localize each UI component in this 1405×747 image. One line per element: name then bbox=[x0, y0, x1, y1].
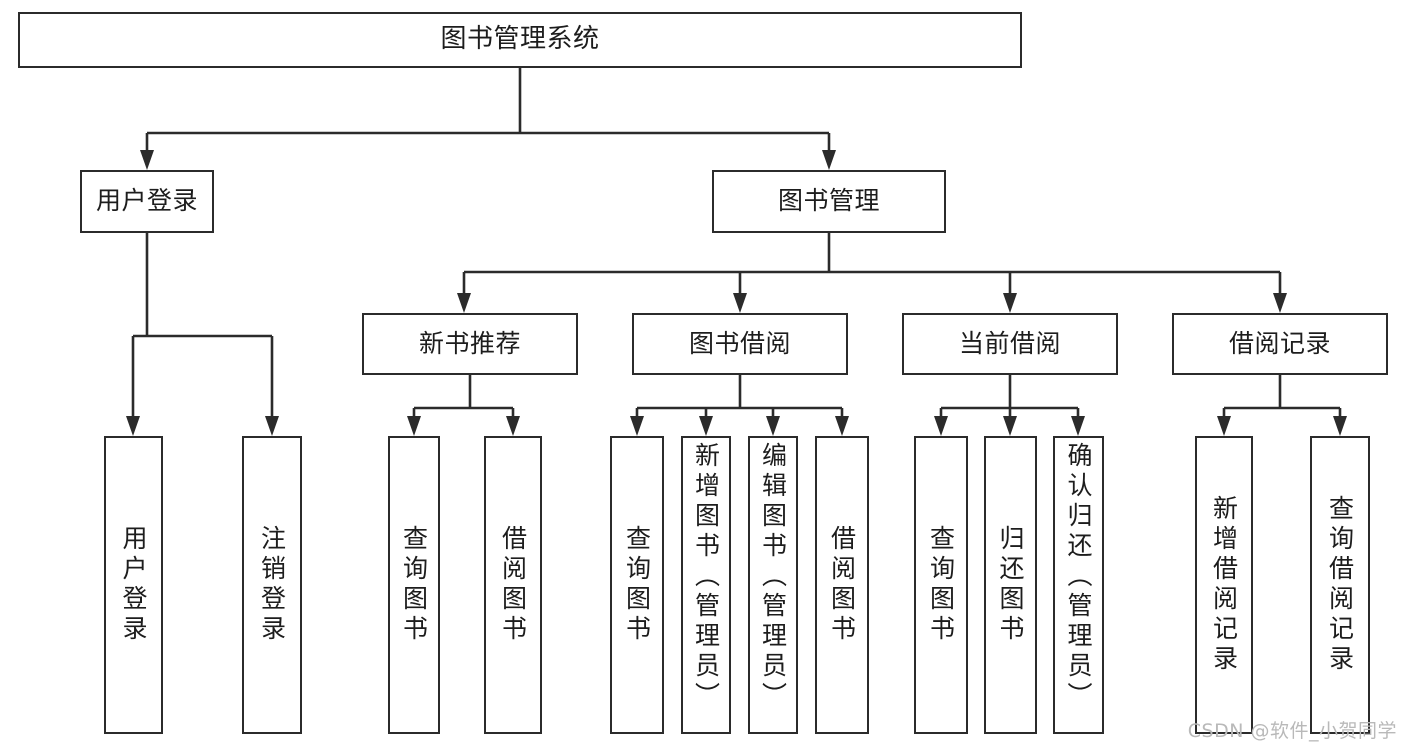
node-book-borrow[interactable]: 图书借阅 bbox=[632, 313, 848, 375]
leaf-logout-wrap: 注销登录 bbox=[244, 438, 300, 732]
leaf-edit-book-admin-wrap: 编辑图书（管理员） bbox=[750, 438, 796, 736]
leaf-user-login-label: 用户登录 bbox=[119, 525, 148, 645]
leaf-add-book-admin-label: 新增图书（管理员） bbox=[691, 442, 721, 712]
leaf-query-book-recommend-label: 查询图书 bbox=[399, 525, 429, 645]
leaf-query-book-current-wrap: 查询图书 bbox=[916, 438, 966, 732]
leaf-return-book[interactable]: 归还图书 bbox=[984, 436, 1037, 734]
node-user-login-label: 用户登录 bbox=[95, 186, 198, 216]
leaf-return-book-label: 归还图书 bbox=[996, 525, 1025, 645]
leaf-add-borrow-record[interactable]: 新增借阅记录 bbox=[1195, 436, 1253, 734]
node-root-label: 图书管理系统 bbox=[440, 24, 600, 55]
node-new-book-recommend-label: 新书推荐 bbox=[418, 328, 521, 358]
leaf-confirm-return-admin[interactable]: 确认归还（管理员） bbox=[1053, 436, 1104, 734]
leaf-query-book-recommend[interactable]: 查询图书 bbox=[388, 436, 440, 734]
node-borrow-record-label: 借阅记录 bbox=[1228, 328, 1331, 358]
leaf-query-book-borrow[interactable]: 查询图书 bbox=[610, 436, 664, 734]
node-root[interactable]: 图书管理系统 bbox=[18, 12, 1022, 68]
leaf-borrow-book-recommend-wrap: 借阅图书 bbox=[486, 438, 540, 732]
leaf-query-borrow-record[interactable]: 查询借阅记录 bbox=[1310, 436, 1370, 734]
csdn-watermark: CSDN @软件_小贺同学 bbox=[1187, 720, 1397, 742]
leaf-add-book-admin[interactable]: 新增图书（管理员） bbox=[681, 436, 731, 734]
node-new-book-recommend[interactable]: 新书推荐 bbox=[362, 313, 578, 375]
node-current-borrow-label: 当前借阅 bbox=[958, 328, 1061, 358]
leaf-query-book-borrow-label: 查询图书 bbox=[622, 525, 652, 645]
leaf-edit-book-admin[interactable]: 编辑图书（管理员） bbox=[748, 436, 798, 734]
leaf-query-book-current[interactable]: 查询图书 bbox=[914, 436, 968, 734]
leaf-add-borrow-record-label: 新增借阅记录 bbox=[1209, 495, 1239, 675]
leaf-confirm-return-admin-wrap: 确认归还（管理员） bbox=[1055, 438, 1102, 736]
leaf-query-book-borrow-wrap: 查询图书 bbox=[612, 438, 662, 732]
leaf-logout-label: 注销登录 bbox=[257, 525, 287, 645]
leaf-user-login-wrap: 用户登录 bbox=[106, 438, 161, 732]
leaf-borrow-book-wrap: 借阅图书 bbox=[817, 438, 867, 732]
node-current-borrow[interactable]: 当前借阅 bbox=[902, 313, 1118, 375]
node-user-login[interactable]: 用户登录 bbox=[80, 170, 214, 233]
node-book-management-label: 图书管理 bbox=[777, 186, 880, 216]
leaf-borrow-book-recommend-label: 借阅图书 bbox=[498, 525, 528, 645]
leaf-confirm-return-admin-label: 确认归还（管理员） bbox=[1064, 442, 1093, 712]
leaf-add-book-admin-wrap: 新增图书（管理员） bbox=[683, 438, 729, 736]
node-book-borrow-label: 图书借阅 bbox=[688, 328, 791, 358]
leaf-borrow-book[interactable]: 借阅图书 bbox=[815, 436, 869, 734]
leaf-query-book-recommend-wrap: 查询图书 bbox=[390, 438, 438, 732]
leaf-user-login[interactable]: 用户登录 bbox=[104, 436, 163, 734]
leaf-edit-book-admin-label: 编辑图书（管理员） bbox=[758, 442, 788, 712]
leaf-borrow-book-recommend[interactable]: 借阅图书 bbox=[484, 436, 542, 734]
leaf-return-book-wrap: 归还图书 bbox=[986, 438, 1035, 732]
leaf-add-borrow-record-wrap: 新增借阅记录 bbox=[1197, 438, 1251, 732]
leaf-borrow-book-label: 借阅图书 bbox=[827, 525, 857, 645]
node-book-management[interactable]: 图书管理 bbox=[712, 170, 946, 233]
leaf-query-borrow-record-wrap: 查询借阅记录 bbox=[1312, 438, 1368, 732]
leaf-logout[interactable]: 注销登录 bbox=[242, 436, 302, 734]
leaf-query-book-current-label: 查询图书 bbox=[926, 525, 956, 645]
node-borrow-record[interactable]: 借阅记录 bbox=[1172, 313, 1388, 375]
leaf-query-borrow-record-label: 查询借阅记录 bbox=[1325, 495, 1355, 675]
